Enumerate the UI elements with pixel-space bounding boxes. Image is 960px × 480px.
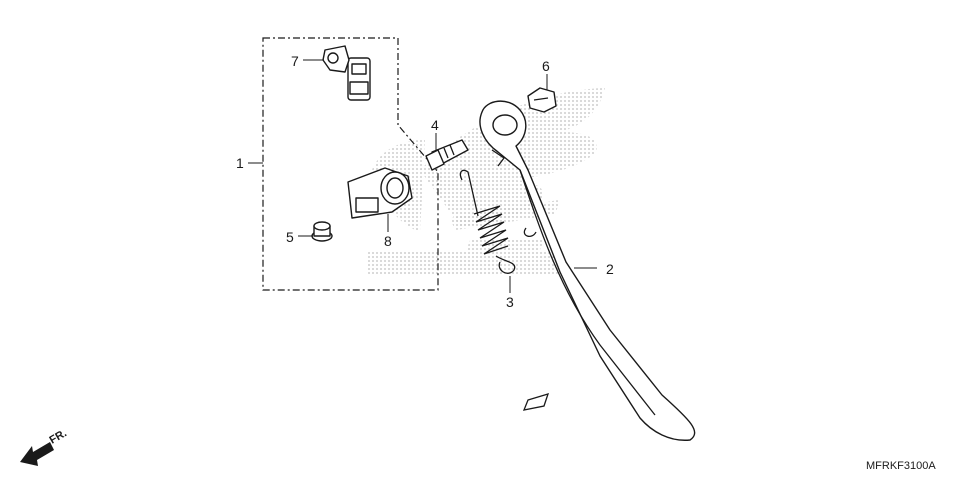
front-arrow-icon [20, 442, 54, 466]
callout-4: 4 [431, 117, 439, 133]
assembly-boundary [262, 37, 439, 291]
honda-lettering [368, 250, 558, 276]
leader-lines [248, 59, 597, 293]
callout-8: 8 [384, 233, 392, 249]
callout-6: 6 [542, 58, 550, 74]
switch-bolt [311, 221, 333, 242]
callout-7: 7 [291, 53, 299, 69]
callout-3: 3 [506, 294, 514, 310]
front-label: FR. [48, 427, 69, 446]
front-direction: FR. [20, 427, 69, 466]
pivot-nut [527, 87, 557, 113]
side-stand-switch [304, 45, 413, 219]
side-stand [479, 100, 696, 441]
pivot-bolt [425, 139, 469, 171]
callout-2: 2 [606, 261, 614, 277]
diagram-code: MFRKF3100A [866, 460, 936, 472]
callout-5: 5 [286, 229, 294, 245]
callout-1: 1 [236, 155, 244, 171]
side-stand-spring [459, 169, 516, 274]
